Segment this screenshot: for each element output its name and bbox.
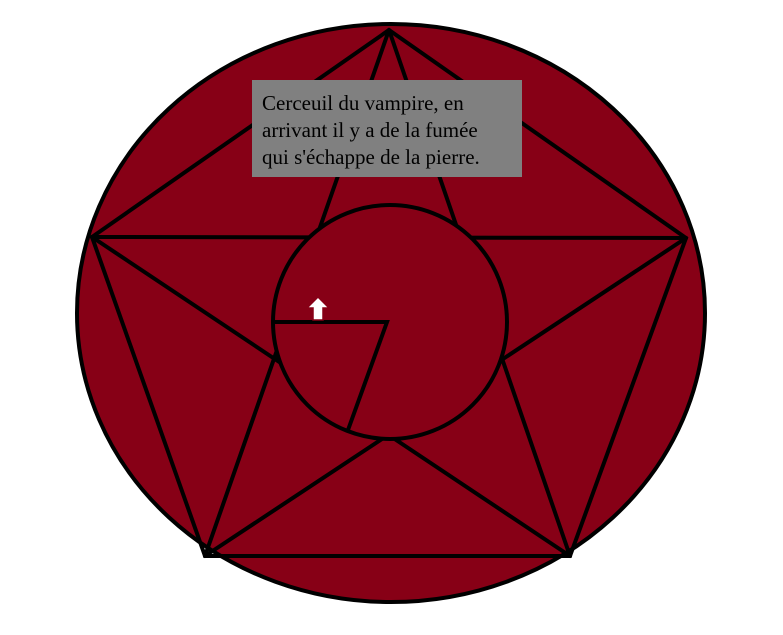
- outer-pentagon: [89, 27, 689, 558]
- up-arrow-icon[interactable]: [305, 295, 331, 321]
- scene-caption: Cerceuil du vampire, en arrivant il y a …: [252, 80, 522, 177]
- coffin-shape: [273, 320, 390, 431]
